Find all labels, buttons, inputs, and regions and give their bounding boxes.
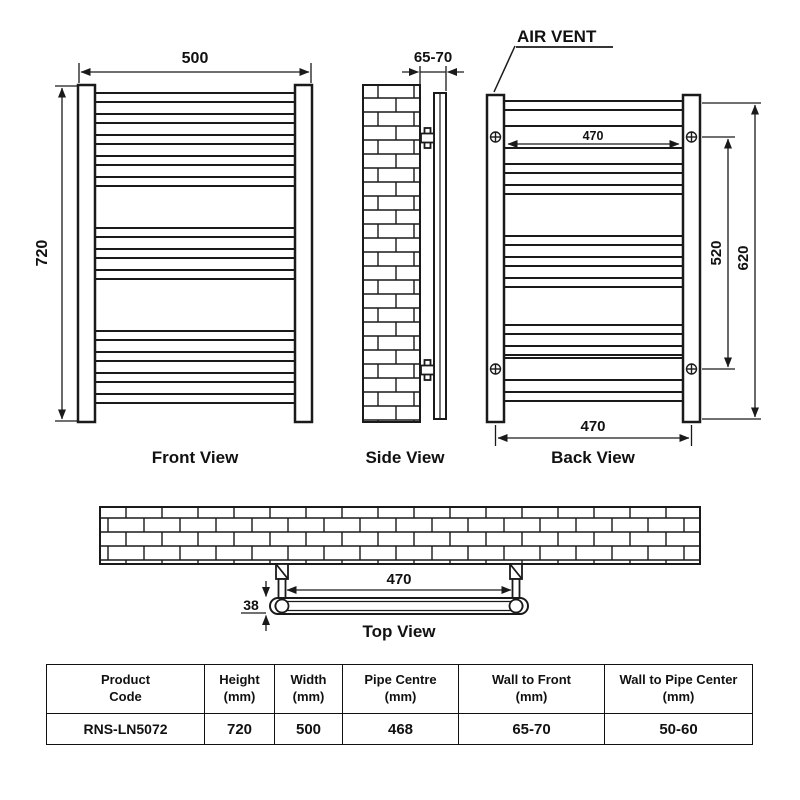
- dim-wall-to-front: 65-70: [414, 49, 452, 66]
- towel-bar: [503, 100, 684, 111]
- top-right-pipe: [509, 563, 523, 601]
- back-view-label: Back View: [551, 448, 636, 467]
- top-view: [99, 506, 701, 615]
- towel-bar: [503, 391, 684, 402]
- side-view: [362, 84, 447, 423]
- spec-table-data-row: RNS-LN5072 720 500 468 65-70 50-60: [46, 713, 753, 745]
- front-left-rail: [76, 83, 97, 424]
- dim-back-screw-span: 520: [708, 240, 725, 265]
- cell-pipe-centre: 468: [342, 713, 459, 745]
- towel-bar: [94, 92, 296, 103]
- cell-wall-to-pipe-center: 50-60: [604, 713, 753, 745]
- spec-table: Product Code Height (mm) Width (mm) Pipe…: [46, 664, 753, 745]
- dim-back-bracket-span: 470: [583, 129, 604, 143]
- dim-back-bottom-span: 470: [580, 418, 605, 435]
- dim-front-width-group: [78, 63, 312, 83]
- dim-wall-to-front-group: [402, 66, 464, 91]
- side-view-label: Side View: [365, 448, 445, 467]
- towel-bar: [94, 134, 296, 145]
- towel-bar: [503, 184, 684, 195]
- towel-bar: [94, 330, 296, 341]
- col-header-wall-to-pipe-center: Wall to Pipe Center (mm): [604, 664, 753, 714]
- dim-back-screw-group: [702, 136, 735, 370]
- air-vent-label: AIR VENT: [517, 27, 597, 46]
- side-top-bracket: [420, 127, 435, 149]
- top-left-pipe: [275, 563, 289, 601]
- towel-bar: [503, 324, 684, 335]
- dim-back-outer-span: 620: [735, 245, 752, 270]
- top-right-pipe-joint: [508, 598, 524, 614]
- col-header-height: Height (mm): [204, 664, 275, 714]
- front-towel-bars: [94, 92, 296, 404]
- col-header-pipe-centre: Pipe Centre (mm): [342, 664, 459, 714]
- cell-width: 500: [274, 713, 343, 745]
- towel-bar: [503, 345, 684, 356]
- front-view-label: Front View: [152, 448, 239, 467]
- back-mounting-screws: [489, 131, 698, 375]
- back-towel-bars: [503, 100, 684, 402]
- dim-top-pipe-centre: 470: [386, 571, 411, 588]
- top-view-label: Top View: [362, 622, 436, 641]
- col-header-product-code: Product Code: [46, 664, 205, 714]
- towel-bar: [94, 351, 296, 362]
- top-wall-bricks: [99, 506, 701, 565]
- front-view: [76, 83, 314, 424]
- back-view: [485, 93, 702, 424]
- dim-top-rail-depth-group: [241, 581, 270, 631]
- towel-bar: [503, 256, 684, 267]
- dim-front-height-group: [55, 85, 77, 422]
- front-right-rail: [293, 83, 314, 424]
- side-bottom-bracket: [420, 359, 435, 381]
- dim-back-bottom-group: [494, 425, 693, 446]
- spec-table-header-row: Product Code Height (mm) Width (mm) Pipe…: [46, 664, 753, 714]
- towel-bar: [94, 227, 296, 238]
- back-bottom-mounting-bracket: [503, 357, 684, 381]
- dim-front-width: 500: [182, 50, 209, 67]
- towel-bar: [94, 113, 296, 124]
- towel-bar: [94, 248, 296, 259]
- top-left-pipe-joint: [274, 598, 290, 614]
- cell-height: 720: [204, 713, 275, 745]
- col-header-width: Width (mm): [274, 664, 343, 714]
- towel-bar: [503, 277, 684, 288]
- towel-bar: [94, 269, 296, 280]
- side-wall-bricks: [362, 84, 421, 423]
- dim-back-outer-group: [702, 102, 761, 420]
- towel-bar: [503, 235, 684, 246]
- dim-front-height: 720: [34, 240, 51, 267]
- air-vent-leader-line: [493, 45, 516, 93]
- towel-bar: [94, 372, 296, 383]
- back-right-rail: [681, 93, 702, 424]
- top-rail: [269, 597, 529, 615]
- towel-bar: [503, 163, 684, 174]
- towel-bar: [94, 176, 296, 187]
- towel-bar: [94, 155, 296, 166]
- radiator-drawing: 500 720 65-70 AIR VENT: [34, 27, 761, 641]
- back-left-rail: [485, 93, 506, 424]
- dim-top-rail-depth: 38: [243, 597, 259, 613]
- col-header-wall-to-front: Wall to Front (mm): [458, 664, 605, 714]
- cell-product-code: RNS-LN5072: [46, 713, 205, 745]
- cell-wall-to-front: 65-70: [458, 713, 605, 745]
- towel-bar: [94, 393, 296, 404]
